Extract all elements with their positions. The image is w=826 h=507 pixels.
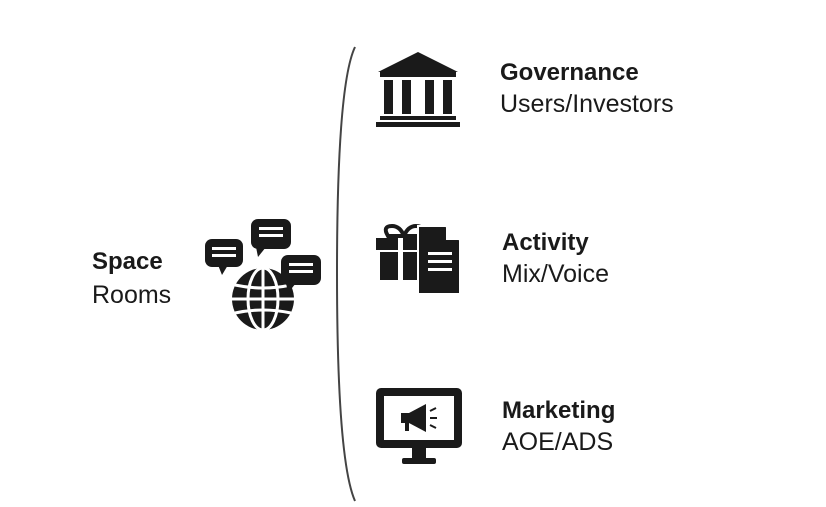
governance-item: Governance Users/Investors [500,58,674,120]
globe-chat-icon [200,215,325,333]
activity-item: Activity Mix/Voice [502,228,609,290]
rooms-subtitle: Rooms [92,281,172,309]
marketing-title: Marketing [502,397,616,424]
governance-subtitle: Users/Investors [500,90,674,118]
marketing-item: Marketing AOE/ADS [502,396,615,458]
space-rooms-node: Space Rooms [92,247,171,311]
marketing-subtitle: AOE/ADS [502,428,614,456]
governance-title: Governance [500,59,639,86]
activity-subtitle: Mix/Voice [502,260,609,288]
bracket-divider [325,45,365,505]
gift-document-icon [374,222,464,296]
bank-icon [374,50,462,128]
space-title: Space [92,248,163,275]
monitor-megaphone-icon [374,386,466,470]
activity-title: Activity [502,229,589,256]
